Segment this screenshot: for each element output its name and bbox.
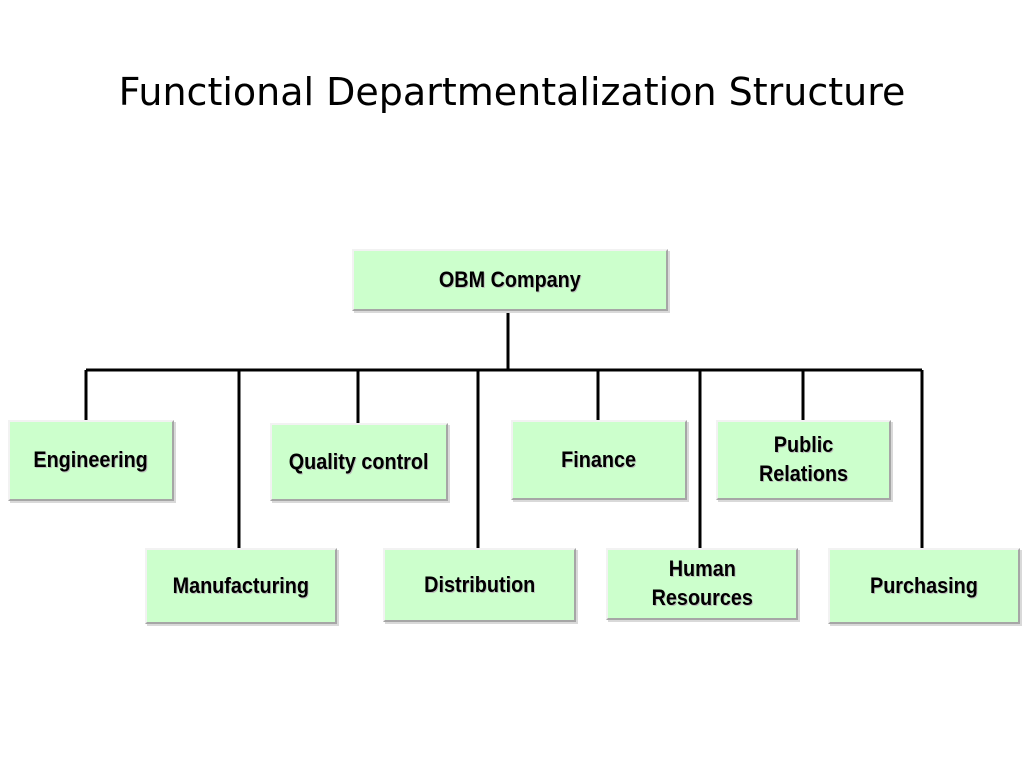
slide-title: Functional Departmentalization Structure [118, 70, 906, 114]
org-node-label: Distribution [423, 571, 536, 597]
org-node-human-resources: Human Resources [606, 548, 798, 620]
org-node-label: OBM Company [439, 266, 581, 292]
org-node-label: Public Relations [758, 432, 849, 486]
org-node-purchasing: Purchasing [828, 548, 1020, 624]
org-node-quality-control: Quality control [270, 423, 448, 501]
org-node-label: Finance [561, 446, 637, 472]
org-node-label: Human Resources [651, 556, 753, 610]
org-node-distribution: Distribution [383, 548, 576, 622]
org-node-finance: Finance [511, 420, 687, 500]
org-node-manufacturing: Manufacturing [145, 548, 337, 624]
org-node-engineering: Engineering [8, 420, 174, 501]
org-node-obm-company: OBM Company [352, 249, 668, 311]
org-node-label: Quality control [289, 448, 429, 474]
org-node-label: Engineering [33, 447, 149, 473]
org-node-public-relations: Public Relations [716, 420, 891, 500]
org-node-label: Purchasing [870, 572, 978, 598]
org-node-label: Manufacturing [172, 572, 310, 598]
